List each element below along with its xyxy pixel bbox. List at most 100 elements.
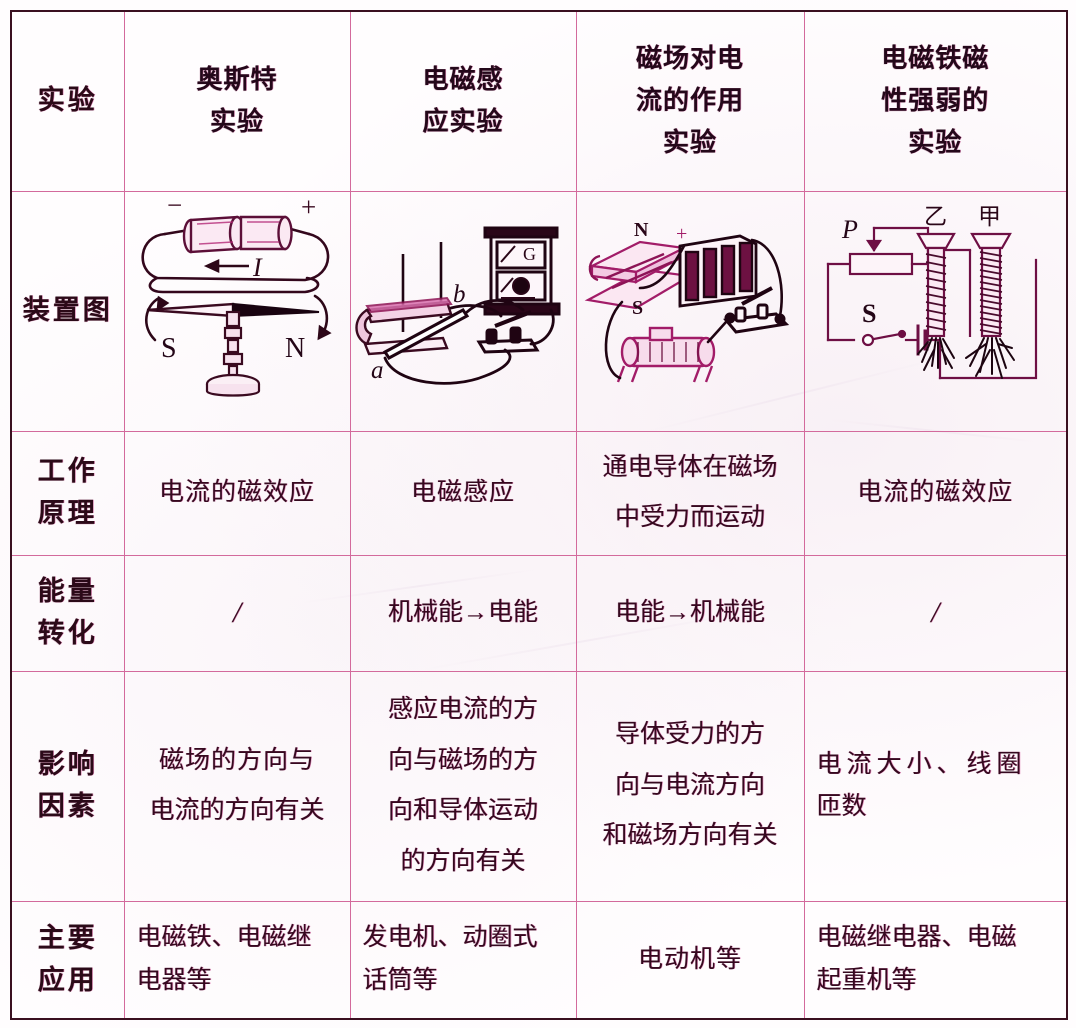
factors-electromagnet-line1: 电流大小、线圈 xyxy=(816,750,1027,778)
factors-force-line3: 和磁场方向有关 xyxy=(602,822,778,850)
factors-induction-line1: 感应电流的方 xyxy=(387,696,538,723)
apparatus-cell-electromagnet: 乙 xyxy=(803,190,1068,432)
factors-induction-line3: 向和导体运动 xyxy=(387,797,538,824)
applications-electromagnet-line2: 起重机等 xyxy=(816,966,917,994)
applications-oersted-line2: 电器等 xyxy=(136,966,212,994)
header-cell-oersted: 奥斯特 实验 xyxy=(123,10,351,192)
force-south-label: S xyxy=(632,297,643,319)
row-label-factors-cell: 影响 因素 xyxy=(10,670,125,902)
factors-force-line2: 向与电流方向 xyxy=(614,771,765,799)
header-label-force-line1: 磁场对电 xyxy=(635,44,744,75)
factors-cell-oersted: 磁场的方向与 电流的方向有关 xyxy=(123,670,351,902)
header-label-electromagnet-line1: 电磁铁磁 xyxy=(881,44,990,75)
table-row-principle: 工作 原理 电流的磁效应 电磁感应 通电导体在磁场 中受力而运动 电流的磁效应 xyxy=(10,430,1068,556)
applications-cell-induction: 发电机、动圈式 话筒等 xyxy=(349,900,577,1020)
factors-force-line1: 导体受力的方 xyxy=(614,721,765,749)
factors-cell-force: 导体受力的方 向与电流方向 和磁场方向有关 xyxy=(575,670,805,902)
principle-cell-induction: 电磁感应 xyxy=(349,430,577,556)
principle-electromagnet-line1: 电流的磁效应 xyxy=(857,478,1014,506)
row-label-apparatus: 装置图 xyxy=(22,295,113,327)
induction-apparatus-diagram: a b G xyxy=(351,192,576,431)
oersted-south-label: S xyxy=(161,333,177,364)
header-label-force-line3: 实验 xyxy=(662,128,717,159)
header-cell-experiment: 实验 xyxy=(10,10,125,192)
applications-force-line1: 电动机等 xyxy=(637,945,742,973)
galvanometer-label: G xyxy=(523,244,536,264)
factors-induction-line2: 向与磁场的方 xyxy=(387,746,538,774)
energy-cell-induction: 机械能→电能 xyxy=(349,554,577,672)
row-label-applications-line2: 应用 xyxy=(37,964,98,996)
principle-cell-oersted: 电流的磁效应 xyxy=(123,430,351,556)
rheostat-label: P xyxy=(841,215,858,244)
applications-cell-electromagnet: 电磁继电器、电磁 起重机等 xyxy=(803,900,1068,1020)
row-label-applications-cell: 主要 应用 xyxy=(10,900,125,1020)
row-label-energy-line1: 能量 xyxy=(37,576,98,608)
table-row-factors: 影响 因素 磁场的方向与 电流的方向有关 感应电流的方 向与磁场的方 向和导体运… xyxy=(10,670,1068,902)
header-cell-force: 磁场对电 流的作用 实验 xyxy=(575,10,805,192)
apparatus-cell-induction: a b G xyxy=(349,190,577,432)
coil-a-label: 甲 xyxy=(978,204,1001,229)
oersted-minus-label: − xyxy=(167,192,182,220)
principle-force-line1: 通电导体在磁场 xyxy=(602,453,778,481)
magnetic-force-apparatus-diagram: N S + xyxy=(577,192,804,431)
oersted-plus-label: + xyxy=(301,192,316,222)
factors-cell-electromagnet: 电流大小、线圈 匝数 xyxy=(803,670,1068,902)
header-label-electromagnet-line2: 性强弱的 xyxy=(881,86,990,117)
row-label-principle-line2: 原理 xyxy=(37,498,98,529)
table-row-energy: 能量 转化 / 机械能→电能 电能→机械能 / xyxy=(10,554,1068,672)
row-label-energy-line2: 转化 xyxy=(37,618,98,649)
energy-cell-electromagnet: / xyxy=(803,554,1068,672)
row-label-factors-line1: 影响 xyxy=(37,749,98,781)
row-label-factors-line2: 因素 xyxy=(37,791,98,822)
factors-oersted-line1: 磁场的方向与 xyxy=(158,746,315,774)
oersted-north-label: N xyxy=(285,333,305,364)
header-label-oersted-line1: 奥斯特 xyxy=(196,65,278,96)
electromagnet-circuit-diagram: 乙 xyxy=(805,192,1067,431)
header-cell-induction: 电磁感 应实验 xyxy=(349,10,577,192)
applications-oersted-line1: 电磁铁、电磁继 xyxy=(136,924,312,952)
energy-cell-oersted: / xyxy=(123,554,351,672)
factors-oersted-line2: 电流的方向有关 xyxy=(149,797,325,824)
energy-cell-force: 电能→机械能 xyxy=(575,554,805,672)
table-row-applications: 主要 应用 电磁铁、电磁继 电器等 发电机、动圈式 话筒等 电动机等 电磁继电器… xyxy=(10,900,1068,1020)
header-label-induction-line1: 电磁感 xyxy=(422,65,504,96)
principle-cell-force: 通电导体在磁场 中受力而运动 xyxy=(575,430,805,556)
force-north-label: N xyxy=(634,219,649,241)
header-label-force-line2: 流的作用 xyxy=(635,86,744,117)
applications-cell-force: 电动机等 xyxy=(575,900,805,1020)
principle-oersted-line1: 电流的磁效应 xyxy=(158,478,315,506)
principle-force-line2: 中受力而运动 xyxy=(614,504,765,531)
apparatus-cell-oersted: − + I xyxy=(123,190,351,432)
row-label-principle-line1: 工作 xyxy=(37,456,98,488)
header-label-electromagnet-line3: 实验 xyxy=(908,128,963,159)
energy-force-value: 电能→机械能 xyxy=(614,598,765,626)
factors-induction-line4: 的方向有关 xyxy=(400,847,526,875)
table-row-apparatus: 装置图 xyxy=(10,190,1068,432)
factors-electromagnet-line2: 匝数 xyxy=(816,793,867,820)
induction-a-label: a xyxy=(371,357,384,384)
induction-b-label: b xyxy=(453,281,466,308)
applications-cell-oersted: 电磁铁、电磁继 电器等 xyxy=(123,900,351,1020)
oersted-current-label: I xyxy=(252,253,263,282)
principle-induction-line1: 电磁感应 xyxy=(410,478,515,506)
energy-induction-value: 机械能→电能 xyxy=(387,598,538,626)
row-label-applications-line1: 主要 xyxy=(37,922,98,954)
row-label-principle-cell: 工作 原理 xyxy=(10,430,125,556)
applications-electromagnet-line1: 电磁继电器、电磁 xyxy=(816,924,1017,952)
row-label-apparatus-cell: 装置图 xyxy=(10,190,125,432)
energy-oersted-value: / xyxy=(232,596,242,629)
header-label-induction-line2: 应实验 xyxy=(422,107,504,138)
table-header-row: 实验 奥斯特 实验 电磁感 应实验 磁场对电 流的作用 实验 电磁铁磁 性强弱的… xyxy=(10,10,1068,192)
applications-induction-line2: 话筒等 xyxy=(362,966,438,994)
row-label-energy-cell: 能量 转化 xyxy=(10,554,125,672)
principle-cell-electromagnet: 电流的磁效应 xyxy=(803,430,1068,556)
coil-b-label: 乙 xyxy=(924,204,947,229)
force-plus-label: + xyxy=(676,223,687,245)
header-label-experiment: 实验 xyxy=(37,85,98,117)
header-cell-electromagnet: 电磁铁磁 性强弱的 实验 xyxy=(803,10,1068,192)
switch-label: S xyxy=(862,299,876,328)
energy-electromagnet-value: / xyxy=(931,596,940,629)
applications-induction-line1: 发电机、动圈式 xyxy=(362,924,538,952)
factors-cell-induction: 感应电流的方 向与磁场的方 向和导体运动 的方向有关 xyxy=(349,670,577,902)
